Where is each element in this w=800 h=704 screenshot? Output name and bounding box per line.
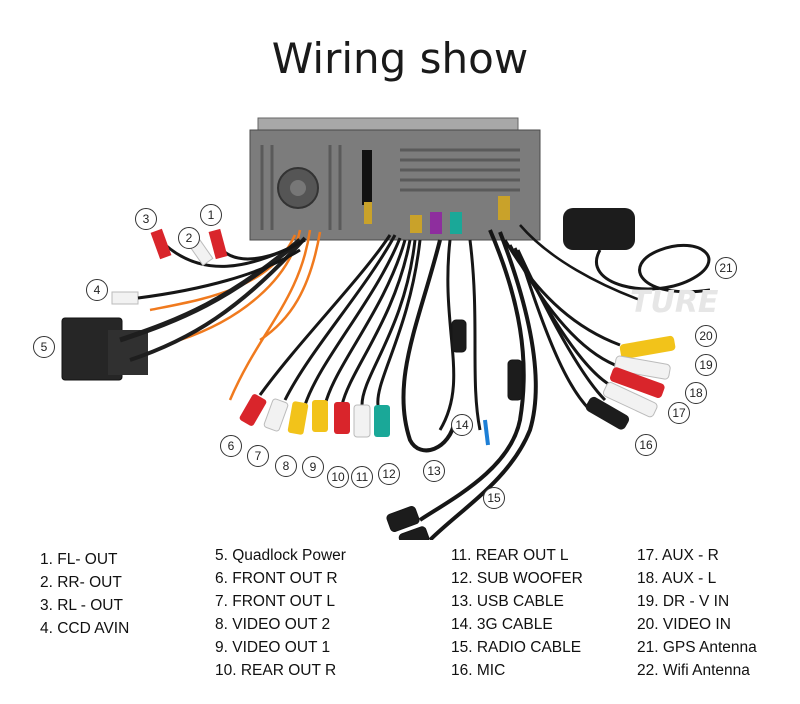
legend-item: 6. FRONT OUT R — [215, 570, 338, 587]
legend-item: 22. Wifi Antenna — [637, 662, 750, 679]
legend-item: 1. FL- OUT — [40, 551, 118, 568]
rca-plugs-right — [503, 239, 676, 430]
legend-item: 17. AUX - R — [637, 547, 719, 564]
callout-6: 6 — [220, 435, 242, 457]
gps-antenna — [519, 208, 711, 302]
callout-9: 9 — [302, 456, 324, 478]
legend-item: 3. RL - OUT — [40, 597, 123, 614]
head-unit — [249, 117, 541, 241]
callout-7: 7 — [247, 445, 269, 467]
rca-plugs-bottom — [239, 394, 390, 438]
callout-2: 2 — [178, 227, 200, 249]
legend-item: 2. RR- OUT — [40, 574, 122, 591]
long-cables — [386, 229, 538, 540]
legend-item: 11. REAR OUT L — [451, 547, 569, 564]
quadlock-connector — [61, 236, 307, 381]
callout-16: 16 — [635, 434, 657, 456]
legend-item: 4. CCD AVIN — [40, 620, 130, 637]
callout-5: 5 — [33, 336, 55, 358]
legend-column-2: 5. Quadlock Power 6. FRONT OUT R 7. FRON… — [215, 544, 346, 682]
legend-item: 9. VIDEO OUT 1 — [215, 639, 331, 656]
legend-item: 7. FRONT OUT L — [215, 593, 336, 610]
legend-item: 12. SUB WOOFER — [451, 570, 583, 587]
legend-item: 18. AUX - L — [637, 570, 717, 587]
callout-3: 3 — [135, 208, 157, 230]
callout-15: 15 — [483, 487, 505, 509]
callout-14: 14 — [451, 414, 473, 436]
legend-item: 19. DR - V IN — [637, 593, 730, 610]
legend-column-1: 1. FL- OUT 2. RR- OUT 3. RL - OUT 4. CCD… — [40, 548, 129, 640]
legend-item: 15. RADIO CABLE — [451, 639, 582, 656]
legend-item: 14. 3G CABLE — [451, 616, 553, 633]
callout-4: 4 — [86, 279, 108, 301]
legend-item: 21. GPS Antenna — [637, 639, 757, 656]
rca-bundle — [258, 234, 422, 406]
legend-column-4: 17. AUX - R 18. AUX - L 19. DR - V IN 20… — [637, 544, 757, 682]
callout-17: 17 — [668, 402, 690, 424]
callout-19: 19 — [695, 354, 717, 376]
legend-item: 5. Quadlock Power — [215, 547, 346, 564]
callout-12: 12 — [378, 463, 400, 485]
callout-8: 8 — [275, 455, 297, 477]
callout-18: 18 — [685, 382, 707, 404]
legend-item: 13. USB CABLE — [451, 593, 564, 610]
wiring-diagram: TURE — [61, 117, 719, 540]
legend-item: 20. VIDEO IN — [637, 616, 731, 633]
legend-item: 8. VIDEO OUT 2 — [215, 616, 331, 633]
legend-item: 10. REAR OUT R — [215, 662, 337, 679]
callout-21: 21 — [715, 257, 737, 279]
callout-20: 20 — [695, 325, 717, 347]
callout-11: 11 — [351, 466, 373, 488]
legend-column-3: 11. REAR OUT L 12. SUB WOOFER 13. USB CA… — [451, 544, 583, 682]
legend-item: 16. MIC — [451, 662, 506, 679]
callout-1: 1 — [200, 204, 222, 226]
callout-10: 10 — [327, 466, 349, 488]
watermark: TURE — [630, 285, 719, 320]
callout-13: 13 — [423, 460, 445, 482]
power-wires — [149, 229, 322, 401]
page-title: Wiring show — [271, 34, 529, 83]
